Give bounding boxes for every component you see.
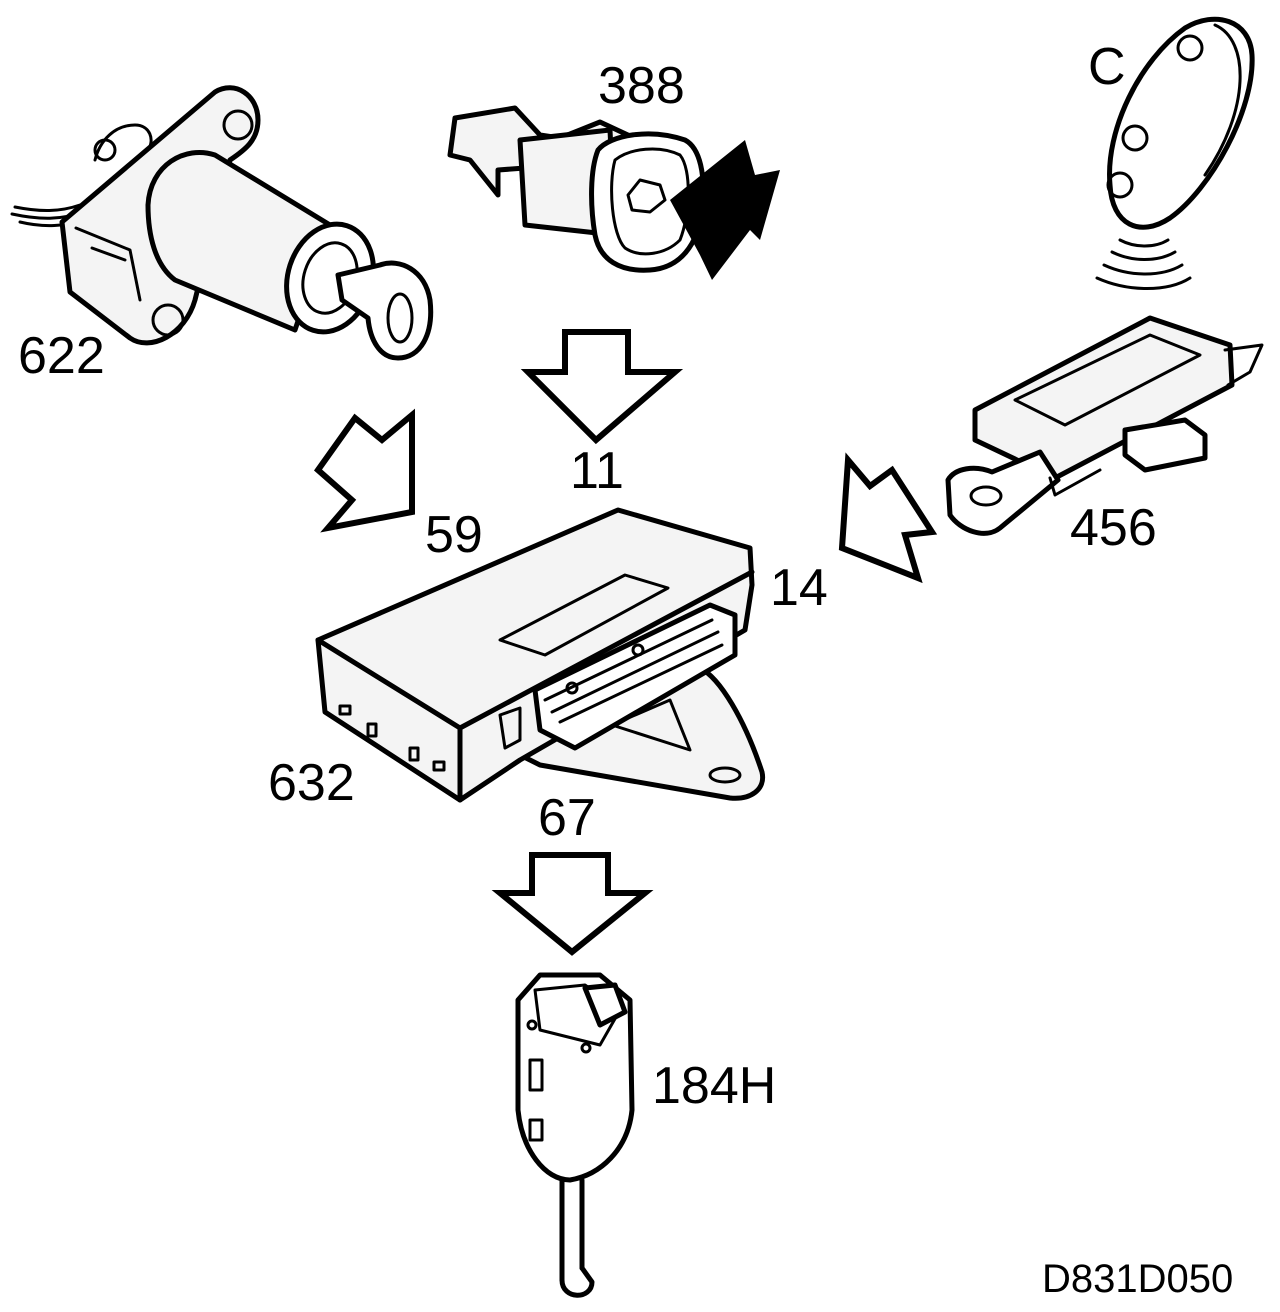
label-c: C	[1088, 38, 1126, 96]
door-lock-cylinder-illustration	[447, 105, 780, 280]
ignition-switch-illustration	[10, 85, 434, 361]
label-184h: 184H	[652, 1057, 776, 1115]
arrow-ecu-to-184H	[491, 852, 654, 956]
label-59: 59	[425, 506, 483, 564]
label-632: 632	[268, 754, 355, 812]
label-456: 456	[1070, 499, 1157, 557]
arrow-456-to-ecu	[838, 452, 938, 584]
label-622: 622	[18, 327, 105, 385]
connector-plug-illustration	[515, 972, 635, 1298]
label-388: 388	[598, 57, 685, 115]
arrow-388-to-ecu	[520, 329, 684, 445]
receiver-module-illustration	[945, 315, 1264, 536]
label-67: 67	[538, 789, 596, 847]
label-14: 14	[770, 559, 828, 617]
control-unit-illustration	[315, 507, 766, 803]
arrow-622-to-ecu	[313, 408, 415, 533]
remote-key-fob-illustration	[1095, 16, 1255, 290]
label-11: 11	[570, 442, 624, 500]
figure-reference: D831D050	[1042, 1257, 1233, 1301]
